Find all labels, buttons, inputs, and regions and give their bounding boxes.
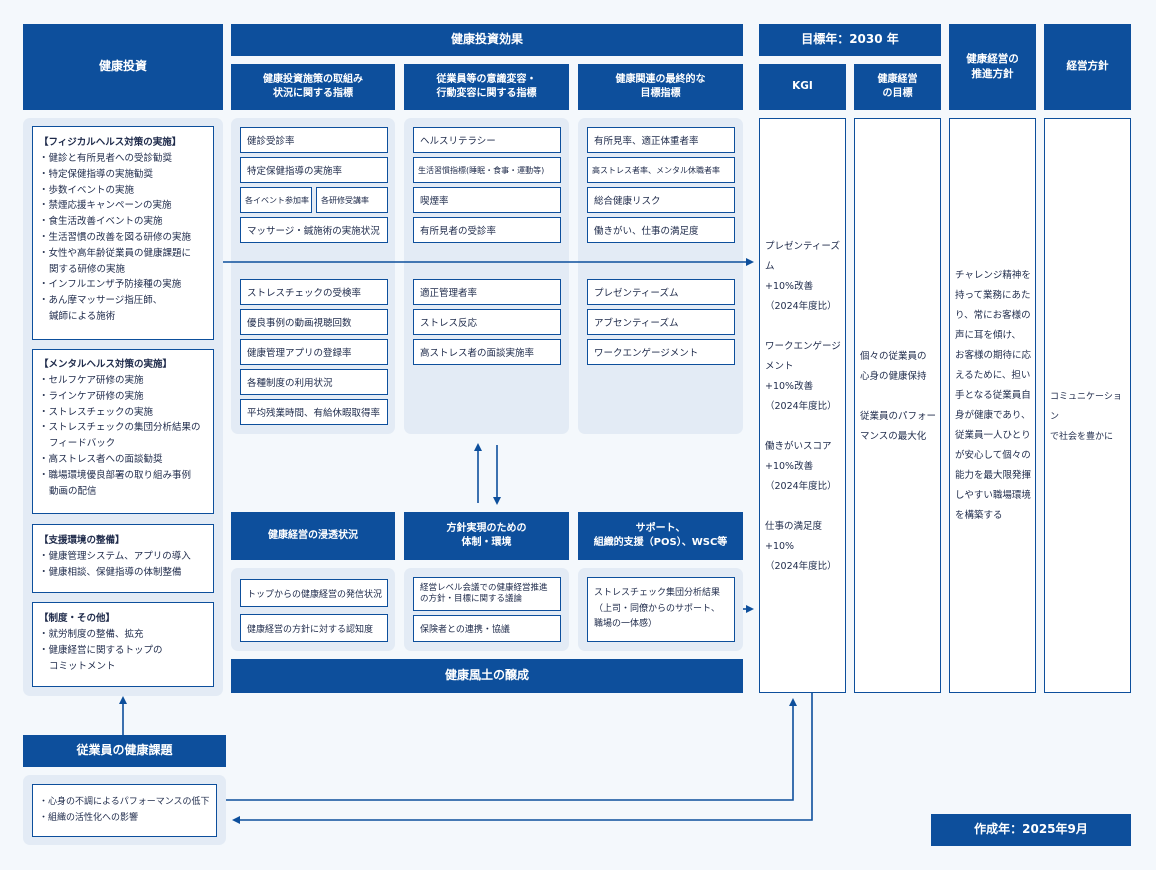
management-policy-text: コミュニケーション で社会を豊かに	[1050, 392, 1122, 442]
header-kgi: KGI	[759, 64, 846, 110]
indicator-management-meeting: 経営レベル会議での健康経営推進 の方針・目標に関する議論	[413, 577, 561, 611]
indicator-high-stress-rate: 高ストレス者率、メンタル休職者率	[587, 157, 735, 183]
indicator-checkup-rate: 健診受診率	[240, 127, 388, 153]
investment-item: ・就労制度の整備、拡充	[39, 629, 144, 640]
investment-item: ・生活習慣の改善を図る研修の実施	[39, 231, 192, 243]
indicator-training-attendance: 各研修受講率	[316, 187, 388, 213]
indicator-event-participation: 各イベント参加率	[240, 187, 312, 213]
indicator-system-usage: 各種制度の利用状況	[240, 369, 388, 395]
investment-item: ・特定保健指導の実施勧奨	[39, 168, 154, 180]
investment-item: ・食生活改善イベントの実施	[39, 216, 163, 228]
health-issue-organization: ・組織の活性化への影響	[39, 812, 139, 823]
indicator-stress-group-analysis: ストレスチェック集団分析結果 （上司・同僚からのサポート、 職場の一体感）	[587, 577, 735, 642]
arrow-kgi-to-issues	[232, 693, 813, 824]
investment-item: ・ストレスチェックの集団分析結果の	[39, 422, 201, 434]
indicator-top-message: トップからの健康経営の発信状況	[240, 579, 388, 607]
investment-item: ・健康管理システム、アプリの導入	[39, 551, 191, 562]
indicator-health-literacy: ヘルスリテラシー	[413, 127, 561, 153]
investment-section-title: 【支援環境の整備】	[39, 535, 125, 546]
indicator-job-satisfaction: 働きがい、仕事の満足度	[587, 217, 735, 243]
indicator-insurer-cooperation: 保険者との連携・協議	[413, 615, 561, 642]
indicator-policy-awareness: 健康経営の方針に対する認知度	[240, 614, 388, 642]
investment-section-title: 【メンタルヘルス対策の実施】	[39, 359, 173, 370]
header-health-culture: 健康風土の醸成	[231, 659, 743, 693]
physical-health-measures: 【フィジカルヘルス対策の実施】・健診と有所見者への受診勧奨・特定保健指導の実施勧…	[32, 126, 214, 340]
kgi-targets: プレゼンティーズム +10%改善 （2024年度比） ワークエンゲージ メント …	[765, 241, 841, 572]
investment-item: ・ラインケア研修の実施	[39, 390, 144, 402]
indicator-work-engagement: ワークエンゲージメント	[587, 339, 735, 365]
indicator-massage-status: マッサージ・鍼施術の実施状況	[240, 217, 388, 243]
indicator-presenteeism: プレゼンティーズム	[587, 279, 735, 305]
header-management-policy: 経営方針	[1044, 24, 1131, 110]
investment-item: フィードバック	[49, 438, 116, 450]
indicator-overtime-leave: 平均残業時間、有給休暇取得率	[240, 399, 388, 425]
indicator-total-health-risk: 総合健康リスク	[587, 187, 735, 213]
investment-item: ・健康相談、保健指導の体制整備	[39, 566, 182, 578]
header-ishiki-indicators: 従業員等の意識変容・ 行動変容に関する指標	[404, 64, 569, 110]
header-target-year: 目標年：2030 年	[759, 24, 941, 56]
investment-item: ・インフルエンザ予防接種の実施	[39, 279, 182, 291]
kenko-keiei-goals: 個々の従業員の 心身の健康保持 従業員のパフォー マンスの最大化	[860, 351, 937, 442]
support-environment: 【支援環境の整備】・健康管理システム、アプリの導入・健康相談、保健指導の体制整備	[32, 524, 214, 593]
indicator-finding-visit-rate: 有所見者の受診率	[413, 217, 561, 243]
investment-item: ・健康経営に関するトップの	[39, 644, 163, 656]
header-kenko-keiei-goal: 健康経営 の目標	[854, 64, 941, 110]
investment-item: ・健診と有所見者への受診勧奨	[39, 153, 173, 164]
indicator-interview-rate: 高ストレス者の面談実施率	[413, 339, 561, 365]
investment-item: 鍼師による施術	[49, 310, 116, 322]
health-issues-box: ・心身の不調によるパフォーマンスの低下 ・組織の活性化への影響	[32, 784, 217, 837]
management-policy-box: コミュニケーション で社会を豊かに	[1044, 118, 1131, 693]
kgi-box: プレゼンティーズム +10%改善 （2024年度比） ワークエンゲージ メント …	[759, 118, 846, 693]
system-and-others: 【制度・その他】・就労制度の整備、拡充・健康経営に関するトップのコミットメント	[32, 602, 214, 687]
investment-item: ・禁煙応援キャンペーンの実施	[39, 200, 172, 212]
header-system-environment: 方針実現のための 体制・環境	[404, 512, 569, 560]
investment-item: コミットメント	[49, 660, 116, 672]
investment-item: ・あん摩マッサージ指圧師、	[39, 295, 163, 307]
indicator-health-guidance-rate: 特定保健指導の実施率	[240, 157, 388, 183]
header-employee-health-issues: 従業員の健康課題	[23, 735, 226, 767]
investment-section-title: 【制度・その他】	[39, 613, 116, 624]
header-promotion-policy: 健康経営の 推進方針	[949, 24, 1036, 110]
promotion-policy-text: チャレンジ精神を 持って業務にあた り、常にお客様の 声に耳を傾け、 お客様の期…	[955, 270, 1032, 521]
header-penetration-status: 健康経営の浸透状況	[231, 512, 395, 560]
investment-item: 関する研修の実施	[49, 263, 126, 275]
indicator-finding-weight-rate: 有所見率、適正体重者率	[587, 127, 735, 153]
header-kenko-toshi-kouka: 健康投資効果	[231, 24, 743, 56]
indicator-app-registration: 健康管理アプリの登録率	[240, 339, 388, 365]
header-support-pos-wsc: サポート、 組織的支援（POS）、WSC等	[578, 512, 743, 560]
promotion-policy-box: チャレンジ精神を 持って業務にあた り、常にお客様の 声に耳を傾け、 お客様の期…	[949, 118, 1036, 693]
investment-item: ・職場環境優良部署の取り組み事例	[39, 469, 192, 481]
header-kenko-toshi: 健康投資	[23, 24, 223, 110]
health-issue-performance: ・心身の不調によるパフォーマンスの低下	[39, 797, 210, 807]
created-date-badge: 作成年：2025年9月	[931, 814, 1131, 846]
indicator-absenteeism: アブセンティーズム	[587, 309, 735, 335]
header-torikumi-indicators: 健康投資施策の取組み 状況に関する指標	[231, 64, 395, 110]
indicator-proper-manager-rate: 適正管理者率	[413, 279, 561, 305]
arrow-issues-to-kgi	[226, 698, 797, 801]
investment-item: ・女性や高年齢従業員の健康課題に	[39, 247, 192, 259]
mental-health-measures: 【メンタルヘルス対策の実施】・セルフケア研修の実施・ラインケア研修の実施・ストレ…	[32, 349, 214, 514]
investment-item: ・高ストレス者への面談勧奨	[39, 453, 163, 465]
investment-section-title: 【フィジカルヘルス対策の実施】	[39, 137, 182, 148]
investment-item: 動画の配信	[49, 485, 97, 497]
header-final-indicators: 健康関連の最終的な 目標指標	[578, 64, 743, 110]
investment-item: ・ストレスチェックの実施	[39, 406, 154, 418]
indicator-lifestyle: 生活習慣指標(睡眠・食事・運動等)	[413, 157, 561, 183]
indicator-smoking-rate: 喫煙率	[413, 187, 561, 213]
investment-item: ・セルフケア研修の実施	[39, 375, 144, 386]
indicator-stress-reaction: ストレス反応	[413, 309, 561, 335]
indicator-video-views: 優良事例の動画視聴回数	[240, 309, 388, 335]
investment-item: ・歩数イベントの実施	[39, 184, 135, 196]
indicator-stress-check-rate: ストレスチェックの受検率	[240, 279, 388, 305]
kenko-keiei-goal-box: 個々の従業員の 心身の健康保持 従業員のパフォー マンスの最大化	[854, 118, 941, 693]
